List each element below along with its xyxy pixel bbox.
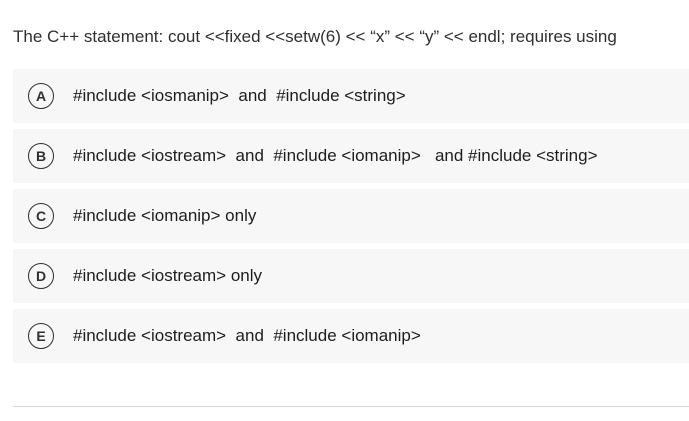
- option-letter-badge: E: [28, 323, 54, 349]
- option-letter-badge: C: [28, 203, 54, 229]
- option-text: #include <iostream> and #include <iomani…: [73, 326, 421, 345]
- option-e[interactable]: E #include <iostream> and #include <ioma…: [13, 309, 689, 363]
- bottom-divider: [13, 406, 689, 407]
- question-text: The C++ statement: cout <<fixed <<setw(6…: [13, 27, 617, 46]
- option-text: #include <iostream> only: [73, 266, 263, 285]
- option-b[interactable]: B #include <iostream> and #include <ioma…: [13, 129, 689, 183]
- option-letter-badge: D: [28, 263, 54, 289]
- option-letter-badge: B: [28, 143, 54, 169]
- option-c[interactable]: C #include <iomanip> only: [13, 189, 689, 243]
- option-letter-badge: A: [28, 83, 54, 109]
- option-text: #include <iostream> and #include <iomani…: [73, 146, 598, 165]
- option-text: #include <iomanip> only: [73, 206, 257, 225]
- option-a[interactable]: A #include <iosmanip> and #include <stri…: [13, 69, 689, 123]
- option-text: #include <iosmanip> and #include <string…: [73, 86, 406, 105]
- option-d[interactable]: D #include <iostream> only: [13, 249, 689, 303]
- answer-options: A #include <iosmanip> and #include <stri…: [13, 69, 689, 369]
